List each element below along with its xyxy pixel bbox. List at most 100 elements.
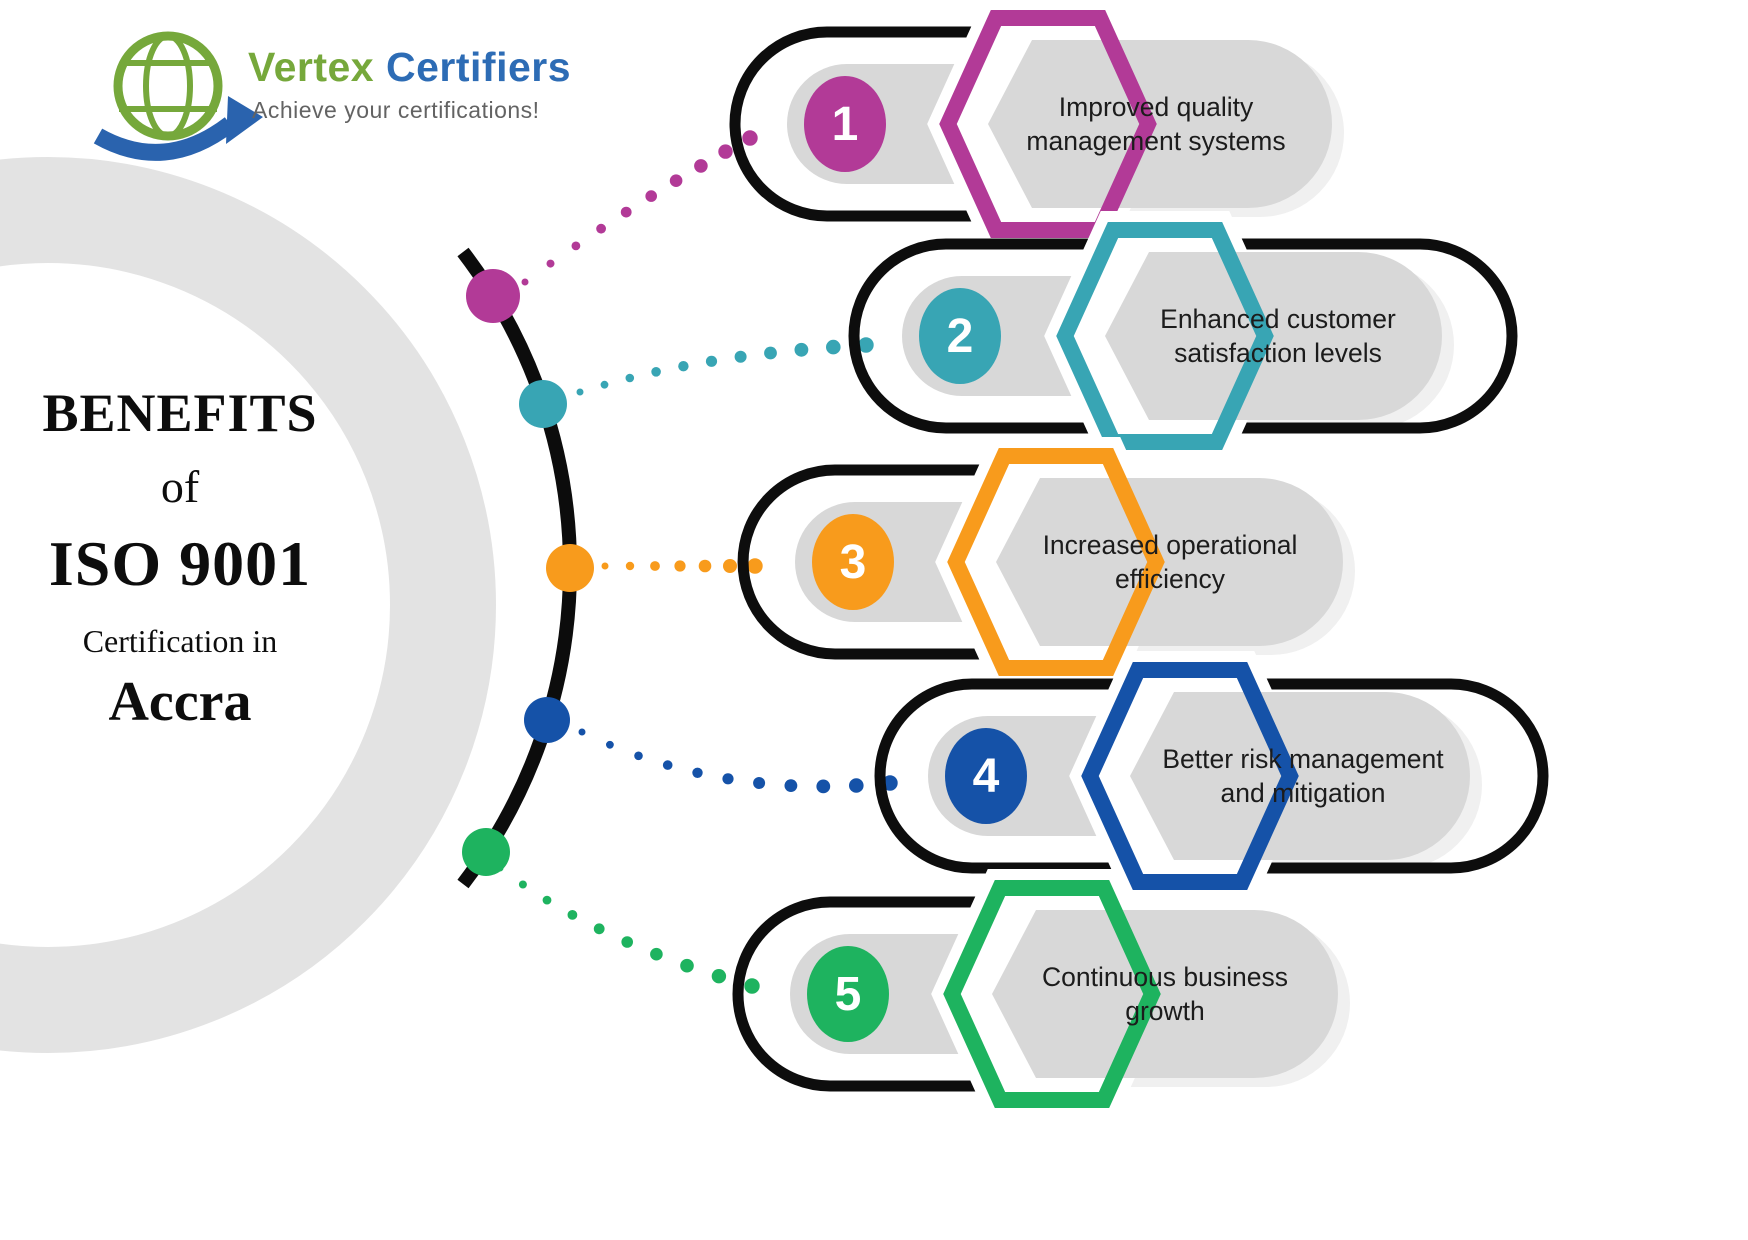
connector-dot <box>680 958 694 973</box>
connector-dot <box>521 278 529 286</box>
benefit-label-2: Enhanced customer satisfaction levels <box>1160 303 1396 368</box>
connector-dot <box>744 978 760 994</box>
benefit-row <box>729 0 1344 249</box>
connector-dot <box>571 241 581 251</box>
connector-dot <box>849 778 864 793</box>
benefit-label-3: Increased operational efficiency <box>1042 529 1298 594</box>
connector-dot <box>722 773 734 785</box>
arc-node <box>466 269 520 323</box>
dotted-connectors <box>496 130 898 994</box>
connector-dot <box>678 361 689 372</box>
connector-dot <box>518 880 527 889</box>
connector-dot <box>718 144 733 159</box>
logo-arrow-icon <box>93 117 236 161</box>
connector-dot <box>734 350 747 363</box>
hexagon-frame <box>939 10 1157 238</box>
connector-dot <box>662 760 673 770</box>
connector-dot <box>723 559 737 573</box>
connector-dot <box>858 337 874 353</box>
benefit-label-4: Better risk management and mitigation <box>1162 743 1444 808</box>
connector-dot <box>698 559 712 573</box>
step-number-1: 1 <box>831 97 859 151</box>
hexagon-frame <box>943 880 1161 1108</box>
connector-dot <box>546 259 555 268</box>
connector-dot <box>601 562 609 570</box>
connector-dot <box>650 947 663 961</box>
connector-dot <box>634 751 643 761</box>
step-number-3: 3 <box>839 535 867 589</box>
connector-dot <box>669 174 683 187</box>
benefit-row <box>732 869 1350 1119</box>
connector-dot <box>705 355 718 367</box>
arc-node <box>524 697 570 743</box>
brand-tagline: Achieve your certifications! <box>252 97 540 123</box>
title-accra: Accra <box>108 671 252 733</box>
connector-dot <box>692 767 703 778</box>
benefit-row <box>874 651 1549 901</box>
connector-dot <box>576 388 584 396</box>
step-number-5: 5 <box>834 967 862 1021</box>
connector-dot <box>753 777 766 789</box>
connector-dot <box>621 936 633 948</box>
connector-dot <box>826 339 841 355</box>
title-of: of <box>160 461 200 512</box>
arc-node <box>462 828 510 876</box>
title-certification-in: Certification in <box>82 623 278 659</box>
number-badge <box>919 288 1001 384</box>
brand-name: Vertex Certifiers <box>248 44 571 91</box>
arc-node <box>546 544 594 592</box>
step-number-2: 2 <box>946 309 974 363</box>
row-outline <box>732 896 992 1092</box>
connector-dot <box>742 130 758 146</box>
connector-dot <box>747 558 763 574</box>
brand-primary: Vertex <box>248 44 375 90</box>
number-badge <box>812 514 894 610</box>
row-outline <box>737 464 996 660</box>
background-ring <box>0 157 496 1053</box>
number-badge <box>804 76 886 172</box>
label-pill <box>1130 692 1470 860</box>
title-iso-9001: ISO 9001 <box>48 528 312 599</box>
connector-dot <box>711 969 727 984</box>
number-badge <box>945 728 1027 824</box>
connector-dot <box>606 740 614 749</box>
connector-dot <box>600 380 609 389</box>
hexagon-frame <box>947 448 1165 676</box>
connector-dot <box>593 923 605 935</box>
connector-dot <box>694 159 708 173</box>
number-badge <box>807 946 889 1042</box>
benefit-row <box>737 437 1355 687</box>
connector-dot <box>567 910 578 920</box>
arc-nodes <box>462 269 594 876</box>
hexagon-frame <box>1081 662 1299 890</box>
connector-dot <box>764 346 777 360</box>
label-pill <box>988 40 1332 208</box>
label-pill <box>996 478 1343 646</box>
label-pill <box>992 910 1338 1078</box>
connector-dot <box>620 206 632 218</box>
connector-dot <box>794 342 809 357</box>
connector-dot <box>596 223 606 234</box>
page-title: BENEFITS of ISO 9001 Certification in Ac… <box>20 382 340 734</box>
connector-dot <box>816 779 831 794</box>
title-benefits: BENEFITS <box>42 383 318 443</box>
benefit-label-1: Improved quality management systems <box>1026 91 1286 156</box>
brand-secondary: Certifiers <box>386 44 572 90</box>
connector-dot <box>578 728 586 736</box>
step-number-4: 4 <box>972 749 1000 803</box>
connector-dot <box>650 561 660 571</box>
benefit-rows <box>729 0 1549 1119</box>
connector-dot <box>784 779 798 792</box>
benefit-row <box>848 211 1518 461</box>
connector-dot <box>651 367 661 377</box>
connector-dot <box>645 190 657 202</box>
connector-dot <box>625 561 635 571</box>
row-outline <box>729 26 988 222</box>
arc-node <box>519 380 567 428</box>
connector-dot <box>674 560 686 572</box>
globe-logo-icon <box>93 31 263 161</box>
benefit-label-5: Continuous business growth <box>1041 961 1289 1026</box>
connector-dot <box>542 895 552 905</box>
